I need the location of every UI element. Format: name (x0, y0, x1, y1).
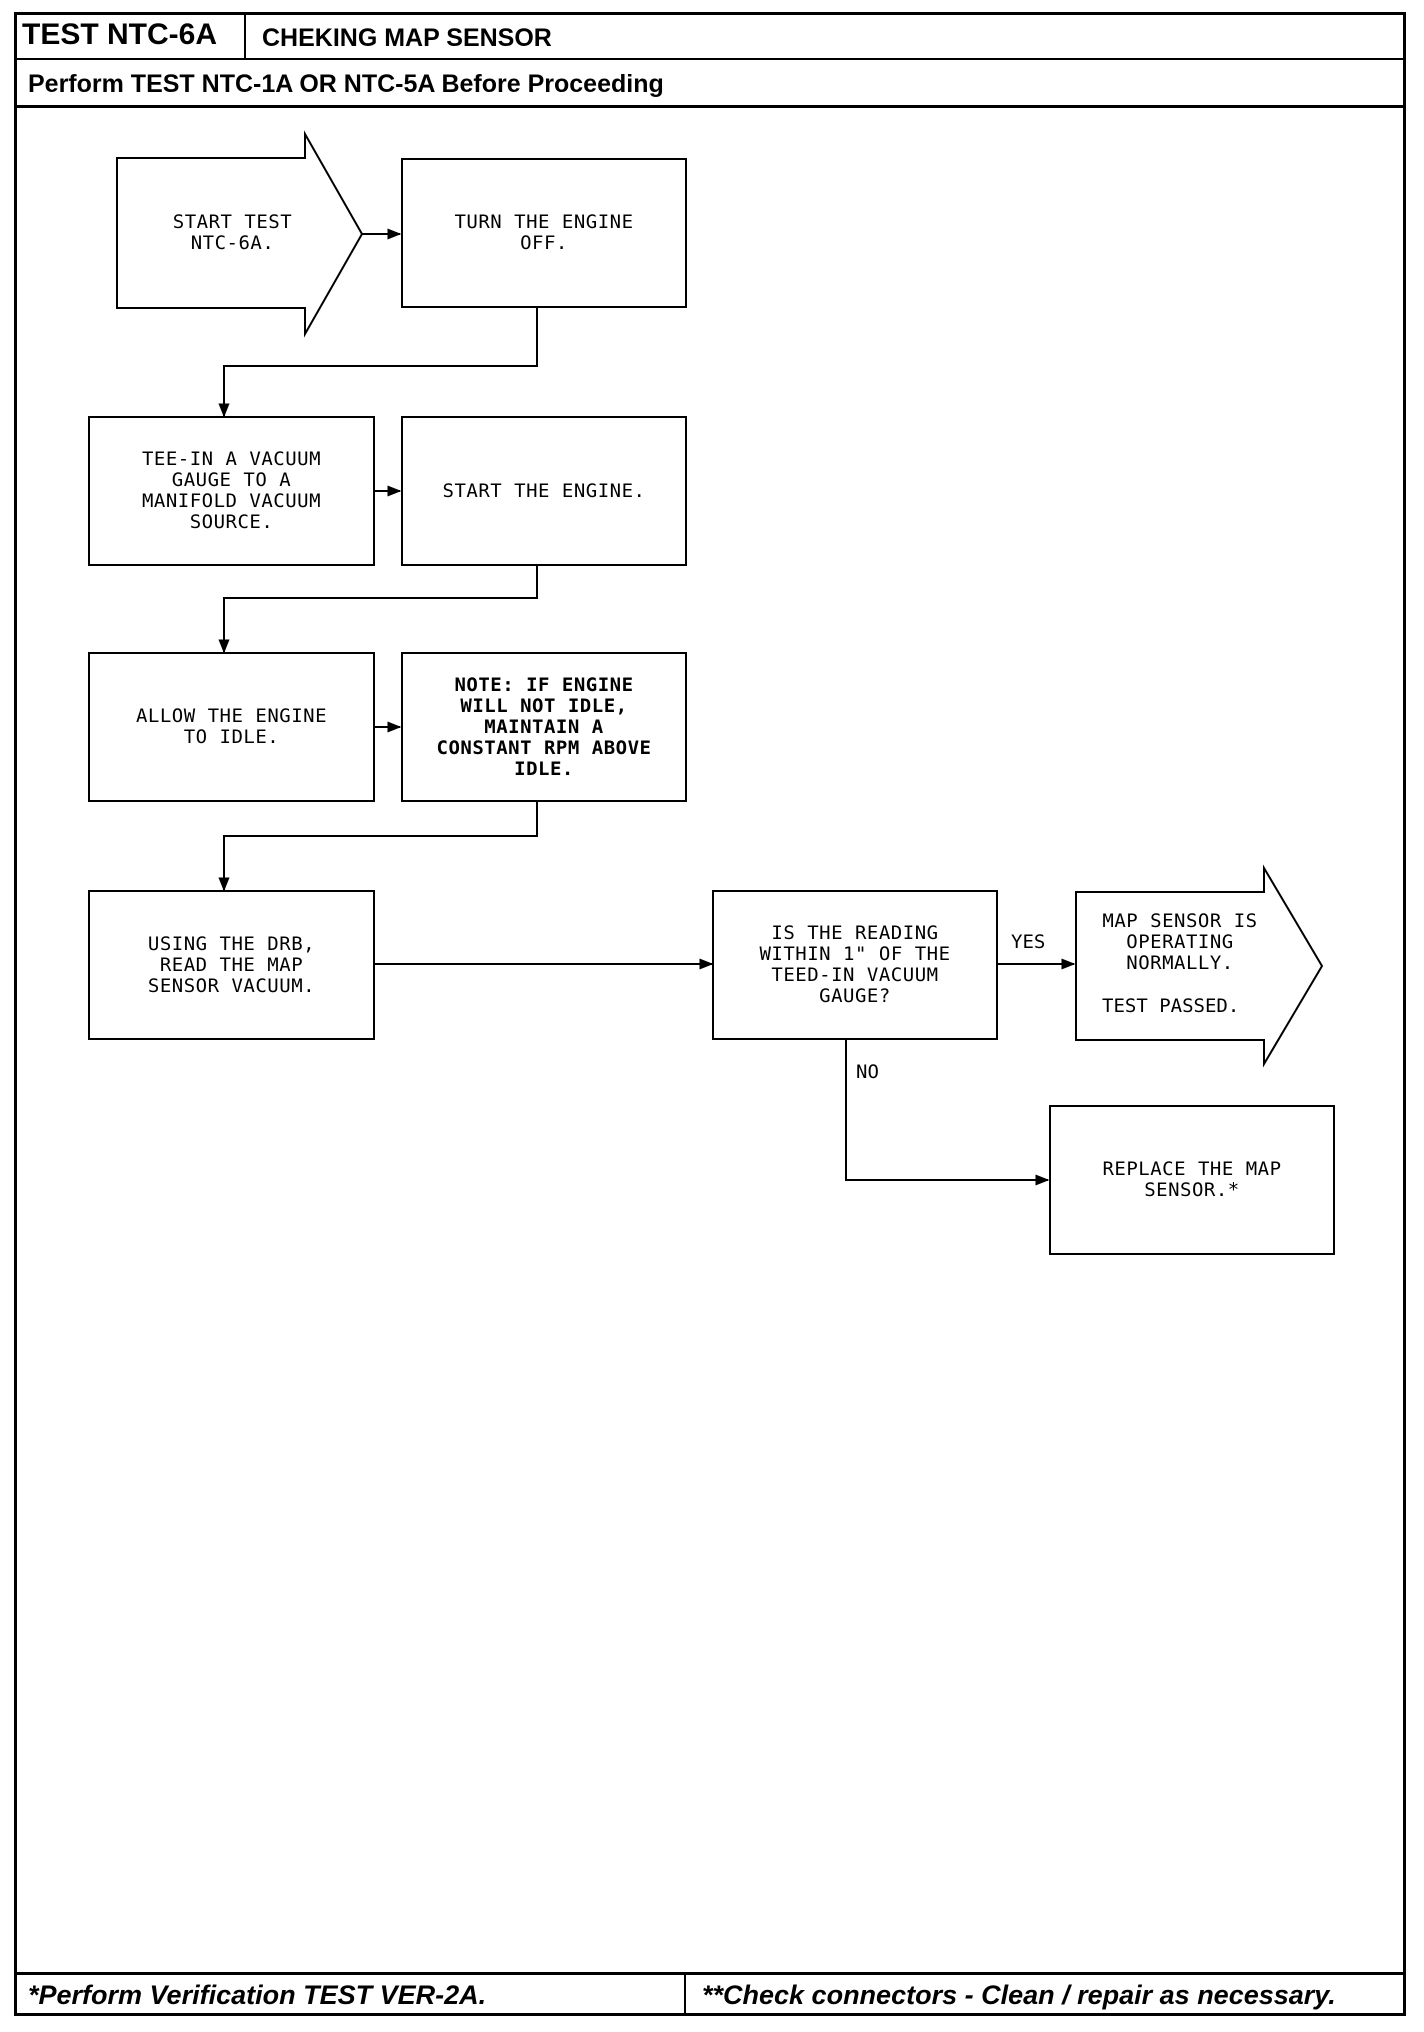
footer-connectors-note: **Check connectors - Clean / repair as n… (702, 1980, 1336, 2010)
prerequisite-note: Perform TEST NTC-1A OR NTC-5A Before Pro… (14, 60, 1406, 108)
node-read-map-sensor: USING THE DRB, READ THE MAP SENSOR VACUU… (88, 890, 375, 1040)
yes-label: YES (1011, 931, 1046, 953)
node-turn-engine-off: TURN THE ENGINE OFF. (401, 158, 687, 308)
footer-verification-note: *Perform Verification TEST VER-2A. (14, 1975, 686, 2016)
node-tee-in-gauge: TEE-IN A VACUUM GAUGE TO A MANIFOLD VACU… (88, 416, 375, 566)
header: TEST NTC-6A CHEKING MAP SENSOR (14, 12, 1406, 60)
test-id: TEST NTC-6A (14, 12, 246, 58)
node-map-sensor-ok: MAP SENSOR IS OPERATING NORMALLY. (1102, 909, 1258, 974)
node-note-idle: NOTE: IF ENGINE WILL NOT IDLE, MAINTAIN … (401, 652, 687, 802)
test-title: CHEKING MAP SENSOR (262, 24, 552, 52)
node-start-test: START TEST NTC-6A. (172, 211, 293, 254)
test-passed-label: TEST PASSED. (1102, 995, 1240, 1017)
node-replace-map-sensor: REPLACE THE MAP SENSOR.* (1049, 1105, 1335, 1255)
page-frame (14, 12, 1406, 2016)
node-allow-idle: ALLOW THE ENGINE TO IDLE. (88, 652, 375, 802)
no-label: NO (856, 1061, 879, 1083)
node-reading-question: IS THE READING WITHIN 1" OF THE TEED-IN … (712, 890, 998, 1040)
node-start-engine: START THE ENGINE. (401, 416, 687, 566)
footer: *Perform Verification TEST VER-2A. **Che… (14, 1972, 1406, 2016)
